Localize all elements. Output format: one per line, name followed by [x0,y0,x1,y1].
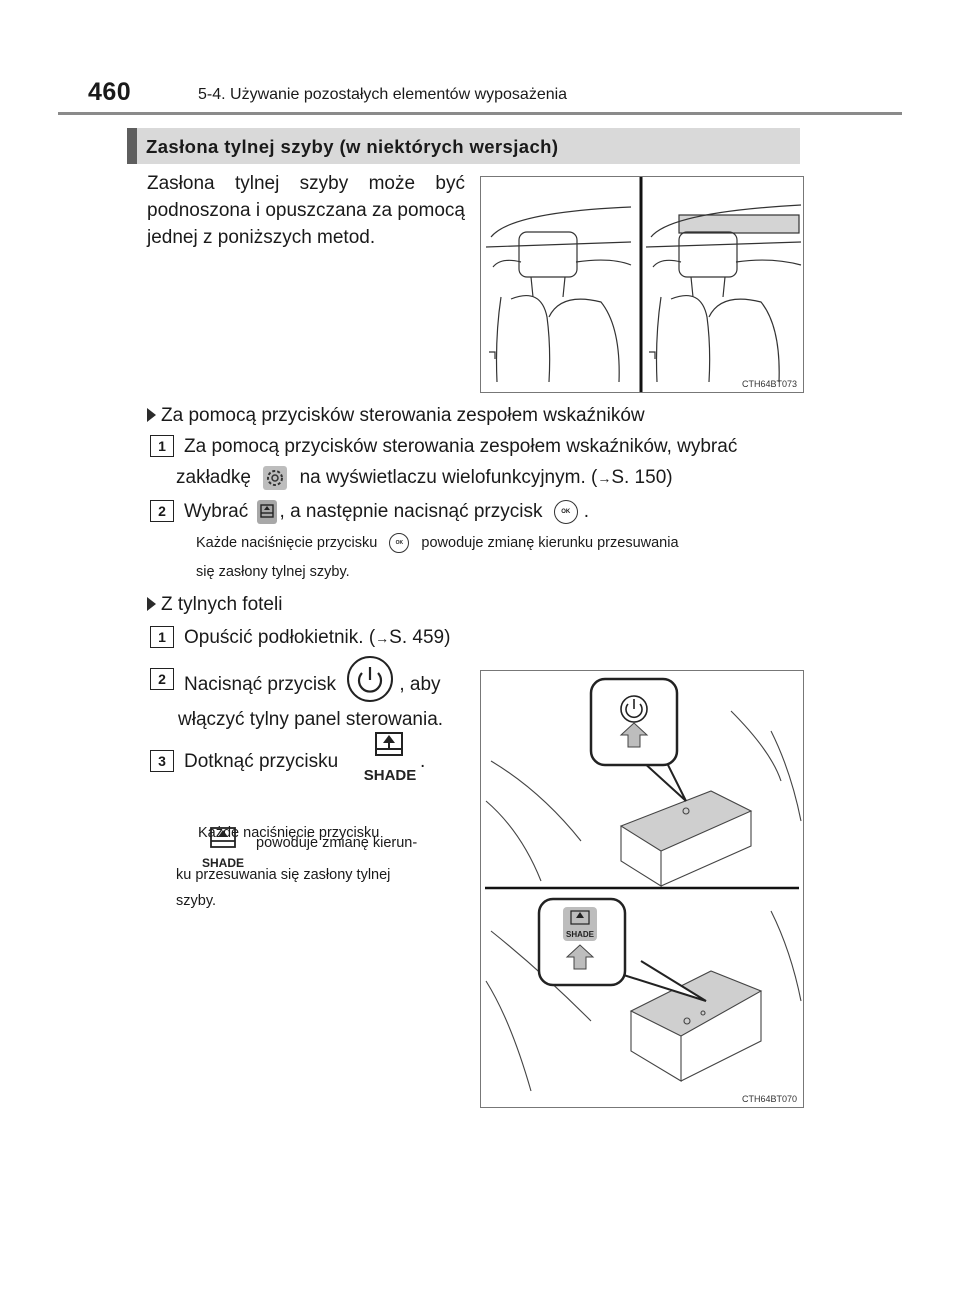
section-title: 5-4. Używanie pozostałych elementów wypo… [198,86,568,103]
ok-button-icon: OK [553,499,578,524]
heading-bar [127,128,800,164]
method2-title: Z tylnych foteli [147,594,282,616]
method2-step1-number: 1 [150,626,174,648]
method1-step2-number: 2 [150,500,174,522]
method1-title: Za pomocą przycisków sterowania zespołem… [147,405,645,427]
gear-icon [262,465,288,491]
method2-note-line2: powoduje zmianę kierun- [256,835,418,851]
method1-step1-line1: Za pomocą przycisków sterowania zespołem… [184,436,738,457]
svg-text:SHADE: SHADE [364,767,417,784]
bullet-triangle-icon [147,597,156,611]
method1-note-line1: Każde naciśnięcie przycisku OK powoduje … [196,530,679,556]
bullet-triangle-icon [147,408,156,422]
svg-text:SHADE: SHADE [202,856,244,870]
method1-step2-text: Wybrać , a następnie nacisnąć przycisk O… [184,498,589,525]
rear-seats-illustration [485,177,802,392]
method2-step3-number: 3 [150,750,174,772]
shade-tab-icon [256,499,278,525]
header-divider [58,112,902,115]
shade-button-icon: SHADE [362,730,418,786]
method2-note-line1: Każde naciśnięcie przycisku [198,825,380,841]
method2-note-line4: szyby. [176,893,217,909]
method2-step2-line1: Nacisnąć przycisk , aby [184,656,441,704]
figure-code: CTH64BT070 [741,1094,797,1104]
method2-step1-text: Opuścić podłokietnik. (→S. 459) [184,627,451,648]
method1-step1-number: 1 [150,435,174,457]
method1-step1-line2: zakładkę na wyświetlaczu wielofunkcyjnym… [176,464,673,492]
figure-code: CTH64BT073 [741,379,797,389]
ok-button-icon: OK [389,533,410,554]
intro-paragraph: Zasłona tylnej szyby może być podnoszona… [147,173,465,248]
method1-note-line2: się zasłony tylnej szyby. [196,564,350,580]
method2-step2-number: 2 [150,668,174,690]
method2-step2-line2: włączyć tylny panel sterowania. [178,709,444,730]
heading-accent [127,128,137,164]
svg-text:SHADE: SHADE [566,930,595,939]
shade-button-icon: SHADE [200,825,248,873]
section-heading: Zasłona tylnej szyby (w niektórych wersj… [146,136,559,157]
method2-step3-text: Dotknąć przycisku [184,751,339,772]
figure-rear-seats: CTH64BT073 [480,176,804,393]
method2-note-line3: ku przesuwania się zasłony tylnej [176,867,391,883]
power-button-icon [345,654,395,704]
figure-armrest-controls: SHADE CTH64BT070 [480,670,804,1108]
armrest-controls-illustration: SHADE [485,677,802,1092]
method2-step3-period: . [420,751,426,772]
page-number: 460 [88,78,132,106]
